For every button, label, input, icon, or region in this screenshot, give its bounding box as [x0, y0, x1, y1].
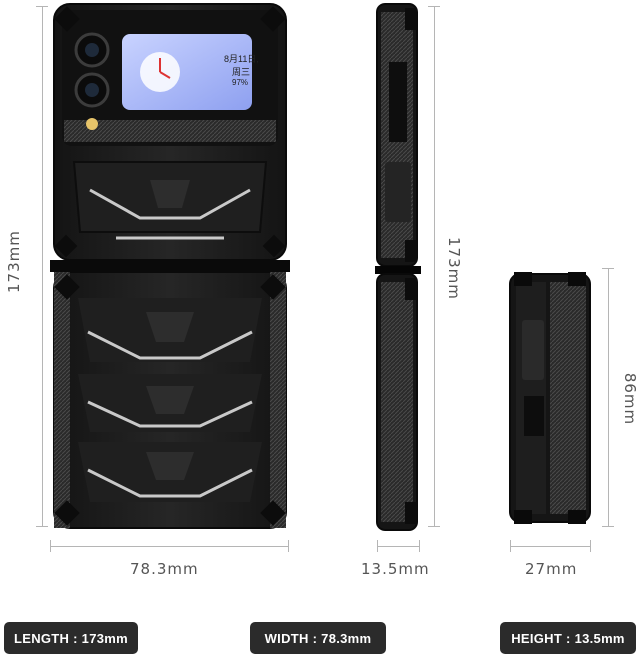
cover-screen-battery: 97%	[232, 78, 249, 87]
side-thickness-label: 13.5mm	[361, 560, 430, 578]
folded-thickness-label: 27mm	[525, 560, 578, 578]
height-badge: HEIGHT : 13.5mm	[500, 622, 636, 654]
width-badge: WIDTH : 78.3mm	[250, 622, 386, 654]
front-height-label: 173mm	[5, 230, 23, 293]
front-height-line	[42, 6, 43, 526]
side-thickness-line	[377, 546, 419, 547]
folded-thickness-line	[510, 546, 590, 547]
front-width-line	[50, 546, 288, 547]
length-badge: LENGTH : 173mm	[4, 622, 138, 654]
folded-height-line	[608, 268, 609, 526]
side-height-label: 173mm	[445, 237, 463, 300]
flash	[86, 118, 98, 130]
side-case-image	[375, 3, 421, 531]
folded-case-image	[509, 272, 591, 524]
front-case-image	[50, 3, 290, 529]
folded-height-label: 86mm	[621, 372, 639, 426]
cover-screen-date: 8月11日,	[224, 54, 259, 64]
front-width-label: 78.3mm	[130, 560, 199, 578]
cover-screen-weekday: 周三	[232, 67, 251, 77]
side-height-line	[434, 6, 435, 526]
